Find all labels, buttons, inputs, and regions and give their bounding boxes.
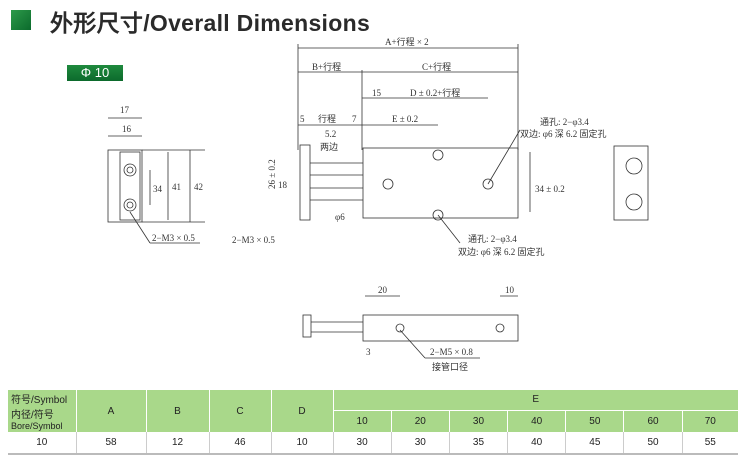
- front-view: A+行程 × 2 B+行程 C+行程 15 D ± 0.2+行程 5 行程 7 …: [232, 36, 606, 257]
- dimension-drawing: 17 16 34 41 42 2−M3 × 0.5 A+行程 × 2 B+行程 …: [107, 36, 649, 372]
- dim-5: 5: [300, 114, 305, 124]
- col-e-40: 40: [507, 410, 566, 432]
- symbol-header: 符号/Symbol: [8, 390, 76, 410]
- dim-20: 20: [378, 285, 388, 295]
- hole-note-bottom-1: 通孔: 2−φ3.4: [468, 234, 517, 244]
- dim-16: 16: [122, 124, 132, 134]
- cell-e-50: 45: [565, 432, 624, 455]
- dim-b-stroke: B+行程: [312, 61, 341, 72]
- dim-d-stroke: D ± 0.2+行程: [410, 87, 460, 98]
- dim-42: 42: [194, 182, 203, 192]
- dim-10: 10: [505, 285, 515, 295]
- dim-7: 7: [352, 114, 357, 124]
- dim-e: E ± 0.2: [392, 114, 418, 124]
- front-thread: 2−M3 × 0.5: [232, 235, 275, 245]
- col-e-20: 20: [390, 410, 450, 432]
- cell-d: 10: [270, 432, 333, 455]
- dim-18: 18: [278, 180, 288, 190]
- port-label: 接管口径: [432, 361, 468, 372]
- col-a: A: [75, 390, 146, 432]
- hole-note-top-2: 双边: φ6 深 6.2 固定孔: [520, 128, 606, 139]
- bore-label-en: Bore/Symbol: [11, 421, 63, 431]
- cell-e-60: 50: [623, 432, 683, 455]
- dim-34-tol: 34 ± 0.2: [535, 184, 565, 194]
- port-thread: 2−M5 × 0.8: [430, 347, 473, 357]
- section-marker-icon: [11, 10, 31, 30]
- hole-note-bottom-2: 双边: φ6 深 6.2 固定孔: [458, 246, 544, 257]
- dim-5-2: 5.2: [325, 129, 336, 139]
- bore-label: 内径/符号: [11, 410, 54, 421]
- dim-3: 3: [366, 347, 371, 357]
- dim-34: 34: [153, 184, 163, 194]
- dim-c-stroke: C+行程: [422, 61, 451, 72]
- bottom-view: 20 10 3 2−M5 × 0.8 接管口径: [302, 285, 519, 372]
- col-e-50: 50: [565, 410, 624, 432]
- col-e-30: 30: [448, 410, 508, 432]
- col-e-10: 10: [332, 410, 392, 432]
- cell-e-70: 55: [681, 432, 738, 455]
- dim-a-stroke: A+行程 × 2: [385, 36, 429, 47]
- side-thread: 2−M3 × 0.5: [152, 233, 195, 243]
- dim-stroke: 行程: [318, 113, 336, 124]
- col-e-60: 60: [623, 410, 683, 432]
- cell-a: 58: [75, 432, 146, 455]
- col-b: B: [145, 390, 209, 432]
- dim-41: 41: [172, 182, 181, 192]
- both-sides-label: 两边: [320, 142, 338, 152]
- col-e-70: 70: [681, 410, 738, 432]
- hole-note-top-1: 通孔: 2−φ3.4: [540, 117, 589, 127]
- page-title: 外形尺寸/Overall Dimensions: [50, 10, 371, 36]
- dim-phi6: φ6: [335, 212, 345, 222]
- cell-e-30: 35: [448, 432, 508, 455]
- end-view: [613, 145, 649, 221]
- table-row: 10 58 12 46 10 30 30 35 40 45 50 55: [8, 432, 738, 455]
- cell-c: 46: [208, 432, 271, 455]
- cell-b: 12: [145, 432, 209, 455]
- bore-badge: Φ 10: [67, 65, 123, 81]
- cell-e-20: 30: [390, 432, 450, 455]
- side-view: 17 16 34 41 42 2−M3 × 0.5: [107, 105, 205, 244]
- dim-26: 26 ± 0.2: [267, 159, 277, 189]
- dim-15: 15: [372, 88, 382, 98]
- col-d: D: [270, 390, 333, 432]
- col-e: E: [332, 390, 738, 411]
- cell-bore: 10: [8, 432, 76, 455]
- col-c: C: [208, 390, 271, 432]
- cell-e-10: 30: [332, 432, 392, 455]
- dim-17: 17: [120, 105, 130, 115]
- cell-e-40: 40: [507, 432, 566, 455]
